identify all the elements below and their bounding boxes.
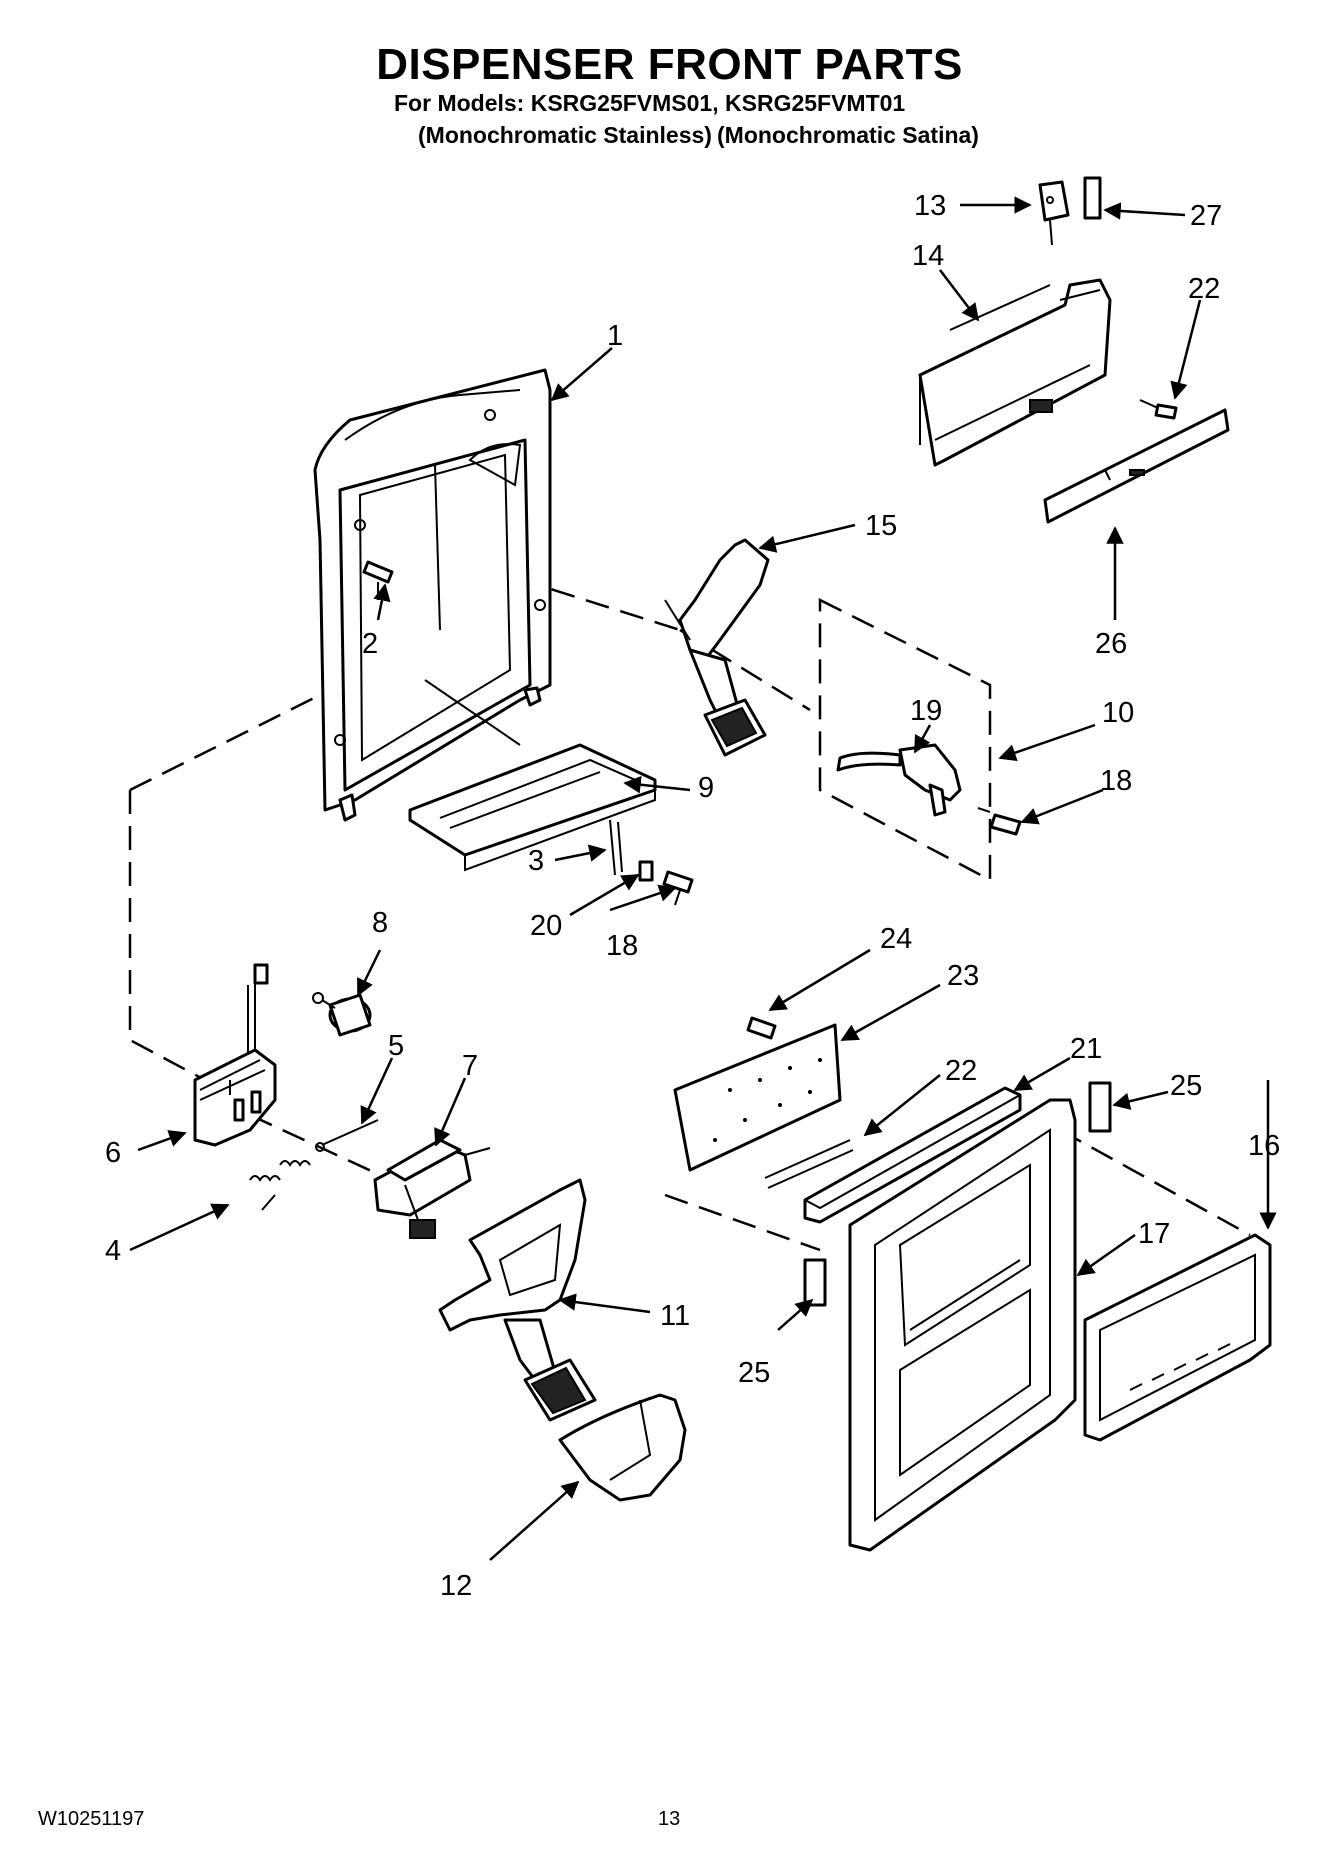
finish-satina: (Monochromatic Satina) [717,122,979,148]
callout-1: 1 [607,320,623,352]
callout-22-upper: 22 [1188,273,1220,305]
part-25-lens-upper [1088,1081,1112,1133]
part-26-light-bezel [1043,408,1230,524]
callout-14: 14 [912,240,944,272]
callout-27: 27 [1190,200,1222,232]
part-9-drip-tray [408,743,657,872]
part-22-screw-upper [1139,399,1178,420]
part-6-switch-module [193,963,277,1147]
callout-26: 26 [1095,628,1127,660]
part-23-control-board [673,1023,842,1172]
part-3-clip [609,819,623,876]
part-8-solenoid [312,992,372,1037]
part-15-water-lever [664,538,770,757]
callout-7: 7 [462,1050,478,1082]
callout-17: 17 [1138,1218,1170,1250]
part-4-springs [249,1160,311,1211]
callout-5: 5 [388,1030,404,1062]
part-18-screw-upper [977,807,1022,836]
callout-2: 2 [362,628,378,660]
part-24-screw [746,1016,777,1040]
callout-18-lower: 18 [606,930,638,962]
callout-13: 13 [914,190,946,222]
page-number: 13 [658,1808,681,1830]
part-12-ice-chute [558,1393,687,1502]
part-16-control-panel [1083,1233,1272,1442]
callout-11: 11 [660,1300,690,1332]
callout-22-lower: 22 [945,1055,977,1087]
part-13-switch [1038,180,1070,246]
callout-6: 6 [105,1137,121,1169]
callout-10: 10 [1102,697,1134,729]
callout-12: 12 [440,1570,472,1602]
callout-18-upper: 18 [1100,765,1132,797]
callout-9: 9 [698,772,714,804]
document-number: W10251197 [38,1808,145,1830]
part-27-insulator [1083,176,1102,220]
callout-23: 23 [947,960,979,992]
callout-25-upper: 25 [1170,1070,1202,1102]
callout-20: 20 [530,910,562,942]
part-14-upper-housing [918,278,1112,467]
models-line: For Models: KSRG25FVMS01, KSRG25FVMT01 [394,90,906,116]
callout-19: 19 [910,695,942,727]
part-11-ice-lever [438,1178,597,1422]
page-title: DISPENSER FRONT PARTS [376,40,963,89]
callout-4: 4 [105,1235,121,1267]
part-25-lens-lower [803,1258,827,1307]
callout-3: 3 [528,845,544,877]
part-19-actuator [836,743,962,817]
callout-24: 24 [880,923,912,955]
part-21-trim-bar [803,1086,1022,1224]
part-1-dispenser-housing [313,368,552,822]
part-22-button-strip [764,1139,854,1189]
part-7-actuator-assembly [373,1138,491,1239]
finish-stainless: (Monochromatic Stainless) [418,122,712,148]
callout-labels: 1 2 3 4 5 6 7 8 9 10 11 12 13 14 15 16 1… [105,190,1280,1602]
part-17-front-frame [848,1098,1077,1552]
part-18-screw-lower [662,870,694,906]
part-5-pin [315,1119,379,1152]
callout-16: 16 [1248,1130,1280,1162]
leader-lines [129,196,1277,1561]
callout-8: 8 [372,907,388,939]
callout-15: 15 [865,510,897,542]
part-20-bracket [638,860,654,882]
callout-25-lower: 25 [738,1357,770,1389]
callout-21: 21 [1070,1033,1102,1065]
